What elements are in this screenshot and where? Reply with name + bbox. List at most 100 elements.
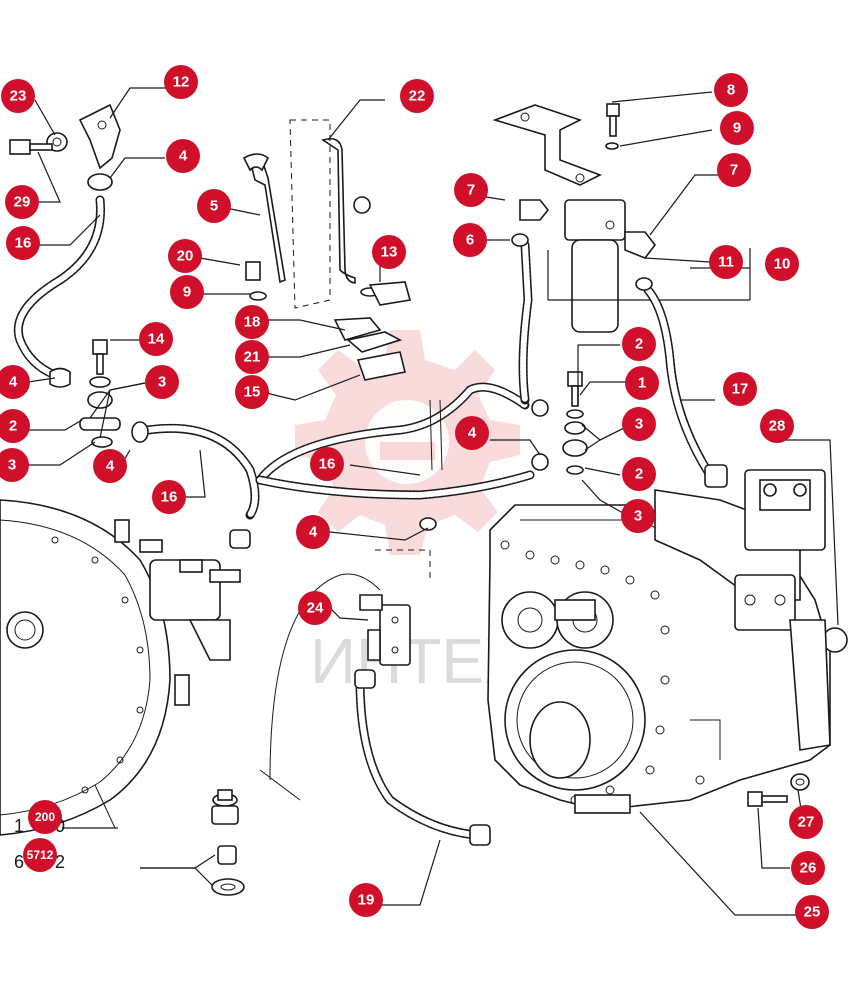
callout-11: 11 (709, 245, 743, 279)
callout-4-left: 4 (0, 365, 30, 399)
svg-text:3: 3 (635, 416, 643, 433)
svg-text:12: 12 (173, 74, 190, 91)
callout-2-top: 2 (622, 327, 656, 361)
fittings-left (49, 339, 149, 448)
svg-text:17: 17 (732, 381, 749, 398)
svg-text:3: 3 (158, 374, 166, 391)
callout-9-top: 9 (720, 111, 754, 145)
svg-text:16: 16 (15, 235, 32, 252)
svg-text:4: 4 (106, 458, 115, 475)
callout-29: 29 (5, 185, 39, 219)
svg-text:27: 27 (798, 814, 815, 831)
callout-13: 13 (372, 235, 406, 269)
svg-text:2: 2 (635, 336, 643, 353)
callout-16-top: 16 (6, 226, 40, 260)
overprint-right-b: 2 (55, 852, 65, 872)
svg-text:28: 28 (769, 418, 786, 435)
callout-9-left: 9 (170, 275, 204, 309)
callout-17: 17 (723, 372, 757, 406)
callout-16-lower: 16 (152, 480, 186, 514)
callout-7-left: 7 (454, 173, 488, 207)
svg-text:4: 4 (309, 524, 318, 541)
svg-text:21: 21 (244, 349, 261, 366)
svg-text:15: 15 (244, 384, 261, 401)
callout-5712: 5712 (23, 838, 57, 872)
callout-3-lower-left: 3 (0, 448, 29, 482)
callout-14: 14 (139, 322, 173, 356)
callout-27: 27 (789, 805, 823, 839)
svg-text:2: 2 (635, 466, 643, 483)
svg-text:14: 14 (148, 331, 165, 348)
callout-26: 26 (791, 851, 825, 885)
svg-text:10: 10 (774, 256, 791, 273)
callout-20: 20 (168, 239, 202, 273)
svg-text:6: 6 (466, 232, 474, 249)
callout-23: 23 (1, 79, 35, 113)
svg-text:19: 19 (358, 892, 375, 909)
callout-4-top: 4 (166, 139, 200, 173)
transmission-housing-left (0, 499, 241, 836)
callout-25: 25 (795, 895, 829, 929)
callout-21: 21 (235, 340, 269, 374)
svg-text:3: 3 (8, 457, 16, 474)
svg-text:26: 26 (800, 860, 817, 877)
svg-text:9: 9 (733, 120, 741, 137)
callout-3-right-lower: 3 (621, 499, 655, 533)
hose-lines (13, 195, 728, 846)
svg-text:9: 9 (183, 284, 191, 301)
callout-4-center: 4 (455, 416, 489, 450)
callout-7-right: 7 (717, 153, 751, 187)
svg-text:24: 24 (307, 600, 324, 617)
svg-text:2: 2 (9, 418, 17, 435)
callout-4-lower-left: 4 (93, 449, 127, 483)
svg-text:18: 18 (244, 314, 261, 331)
callout-16-center: 16 (310, 447, 344, 481)
callout-28: 28 (760, 409, 794, 443)
callout-3-right: 3 (622, 407, 656, 441)
callout-22: 22 (400, 79, 434, 113)
svg-text:8: 8 (727, 82, 735, 99)
svg-text:4: 4 (9, 374, 18, 391)
callout-8: 8 (714, 73, 748, 107)
callout-1: 1 (625, 366, 659, 400)
svg-text:16: 16 (319, 456, 336, 473)
svg-text:7: 7 (467, 182, 475, 199)
callout-19: 19 (349, 883, 383, 917)
callout-12: 12 (164, 65, 198, 99)
bolt-and-washer (747, 773, 810, 807)
svg-text:5: 5 (210, 198, 218, 215)
callout-24: 24 (298, 591, 332, 625)
callout-10: 10 (765, 247, 799, 281)
overprint-right-a: 0 (55, 816, 65, 836)
callout-200: 200 (28, 800, 62, 834)
svg-text:200: 200 (35, 810, 55, 824)
transmission-housing-right (487, 469, 848, 814)
svg-text:22: 22 (409, 88, 426, 105)
svg-text:4: 4 (179, 148, 188, 165)
svg-text:29: 29 (14, 194, 31, 211)
callout-18: 18 (235, 305, 269, 339)
overprint-left-a: 1 (14, 816, 24, 836)
svg-text:23: 23 (10, 88, 27, 105)
callout-6: 6 (453, 223, 487, 257)
bracket-parts-topleft (9, 103, 121, 191)
svg-text:5712: 5712 (27, 848, 54, 862)
oil-filter-assembly (492, 103, 750, 333)
svg-text:25: 25 (804, 904, 821, 921)
svg-text:20: 20 (177, 248, 194, 265)
svg-text:7: 7 (730, 162, 738, 179)
mount-bracket-and-breather (211, 549, 431, 896)
svg-text:16: 16 (161, 489, 178, 506)
svg-text:4: 4 (468, 425, 477, 442)
callout-4-lower: 4 (296, 515, 330, 549)
callout-2-right: 2 (622, 457, 656, 491)
overprint-left-b: 6 (14, 852, 24, 872)
callout-15: 15 (235, 375, 269, 409)
svg-text:1: 1 (638, 375, 646, 392)
callout-3-left: 3 (145, 365, 179, 399)
svg-text:3: 3 (634, 508, 642, 525)
callout-5: 5 (197, 189, 231, 223)
svg-text:13: 13 (381, 244, 398, 261)
